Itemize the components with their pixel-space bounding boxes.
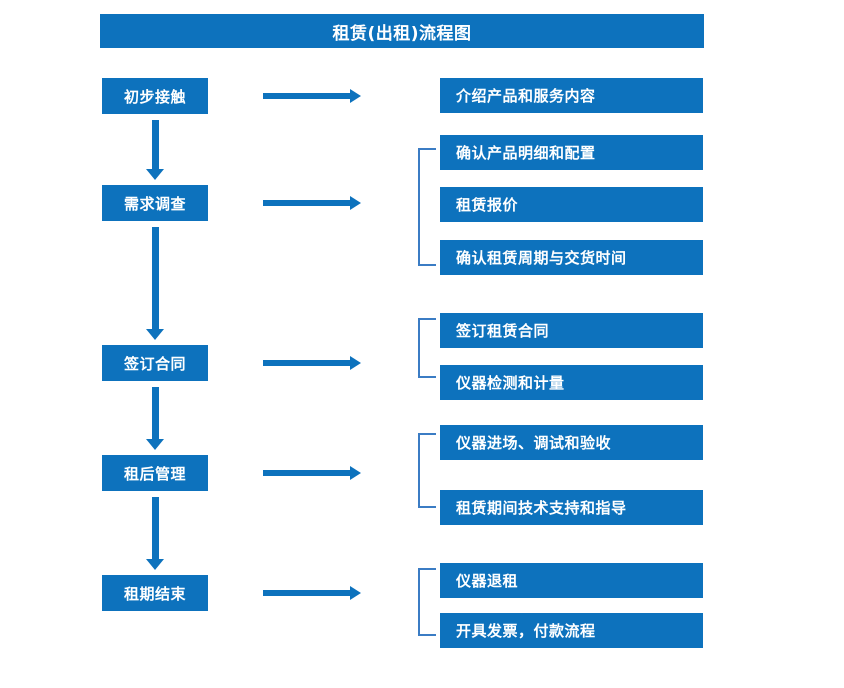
right-arrow-icon-3	[263, 356, 361, 370]
stage-box-2[interactable]: 需求调查	[102, 185, 208, 221]
group-bracket-2	[418, 148, 436, 266]
down-arrow-icon-4	[146, 497, 164, 570]
detail-box-8[interactable]: 租赁期间技术支持和指导	[440, 490, 703, 525]
detail-box-3[interactable]: 租赁报价	[440, 187, 703, 222]
detail-box-7[interactable]: 仪器进场、调试和验收	[440, 425, 703, 460]
group-bracket-4	[418, 433, 436, 508]
detail-box-5[interactable]: 签订租赁合同	[440, 313, 703, 348]
right-arrow-icon-4	[263, 466, 361, 480]
detail-box-6[interactable]: 仪器检测和计量	[440, 365, 703, 400]
down-arrow-icon-1	[146, 120, 164, 180]
right-arrow-icon-1	[263, 89, 361, 103]
page-title: 租赁(出租)流程图	[100, 14, 704, 48]
right-arrow-icon-2	[263, 196, 361, 210]
stage-box-1[interactable]: 初步接触	[102, 78, 208, 114]
detail-box-1[interactable]: 介绍产品和服务内容	[440, 78, 703, 113]
group-bracket-5	[418, 568, 436, 636]
down-arrow-icon-2	[146, 227, 164, 340]
group-bracket-3	[418, 318, 436, 378]
detail-box-9[interactable]: 仪器退租	[440, 563, 703, 598]
detail-box-2[interactable]: 确认产品明细和配置	[440, 135, 703, 170]
stage-box-3[interactable]: 签订合同	[102, 345, 208, 381]
stage-box-5[interactable]: 租期结束	[102, 575, 208, 611]
right-arrow-icon-5	[263, 586, 361, 600]
detail-box-4[interactable]: 确认租赁周期与交货时间	[440, 240, 703, 275]
detail-box-10[interactable]: 开具发票，付款流程	[440, 613, 703, 648]
stage-box-4[interactable]: 租后管理	[102, 455, 208, 491]
down-arrow-icon-3	[146, 387, 164, 450]
